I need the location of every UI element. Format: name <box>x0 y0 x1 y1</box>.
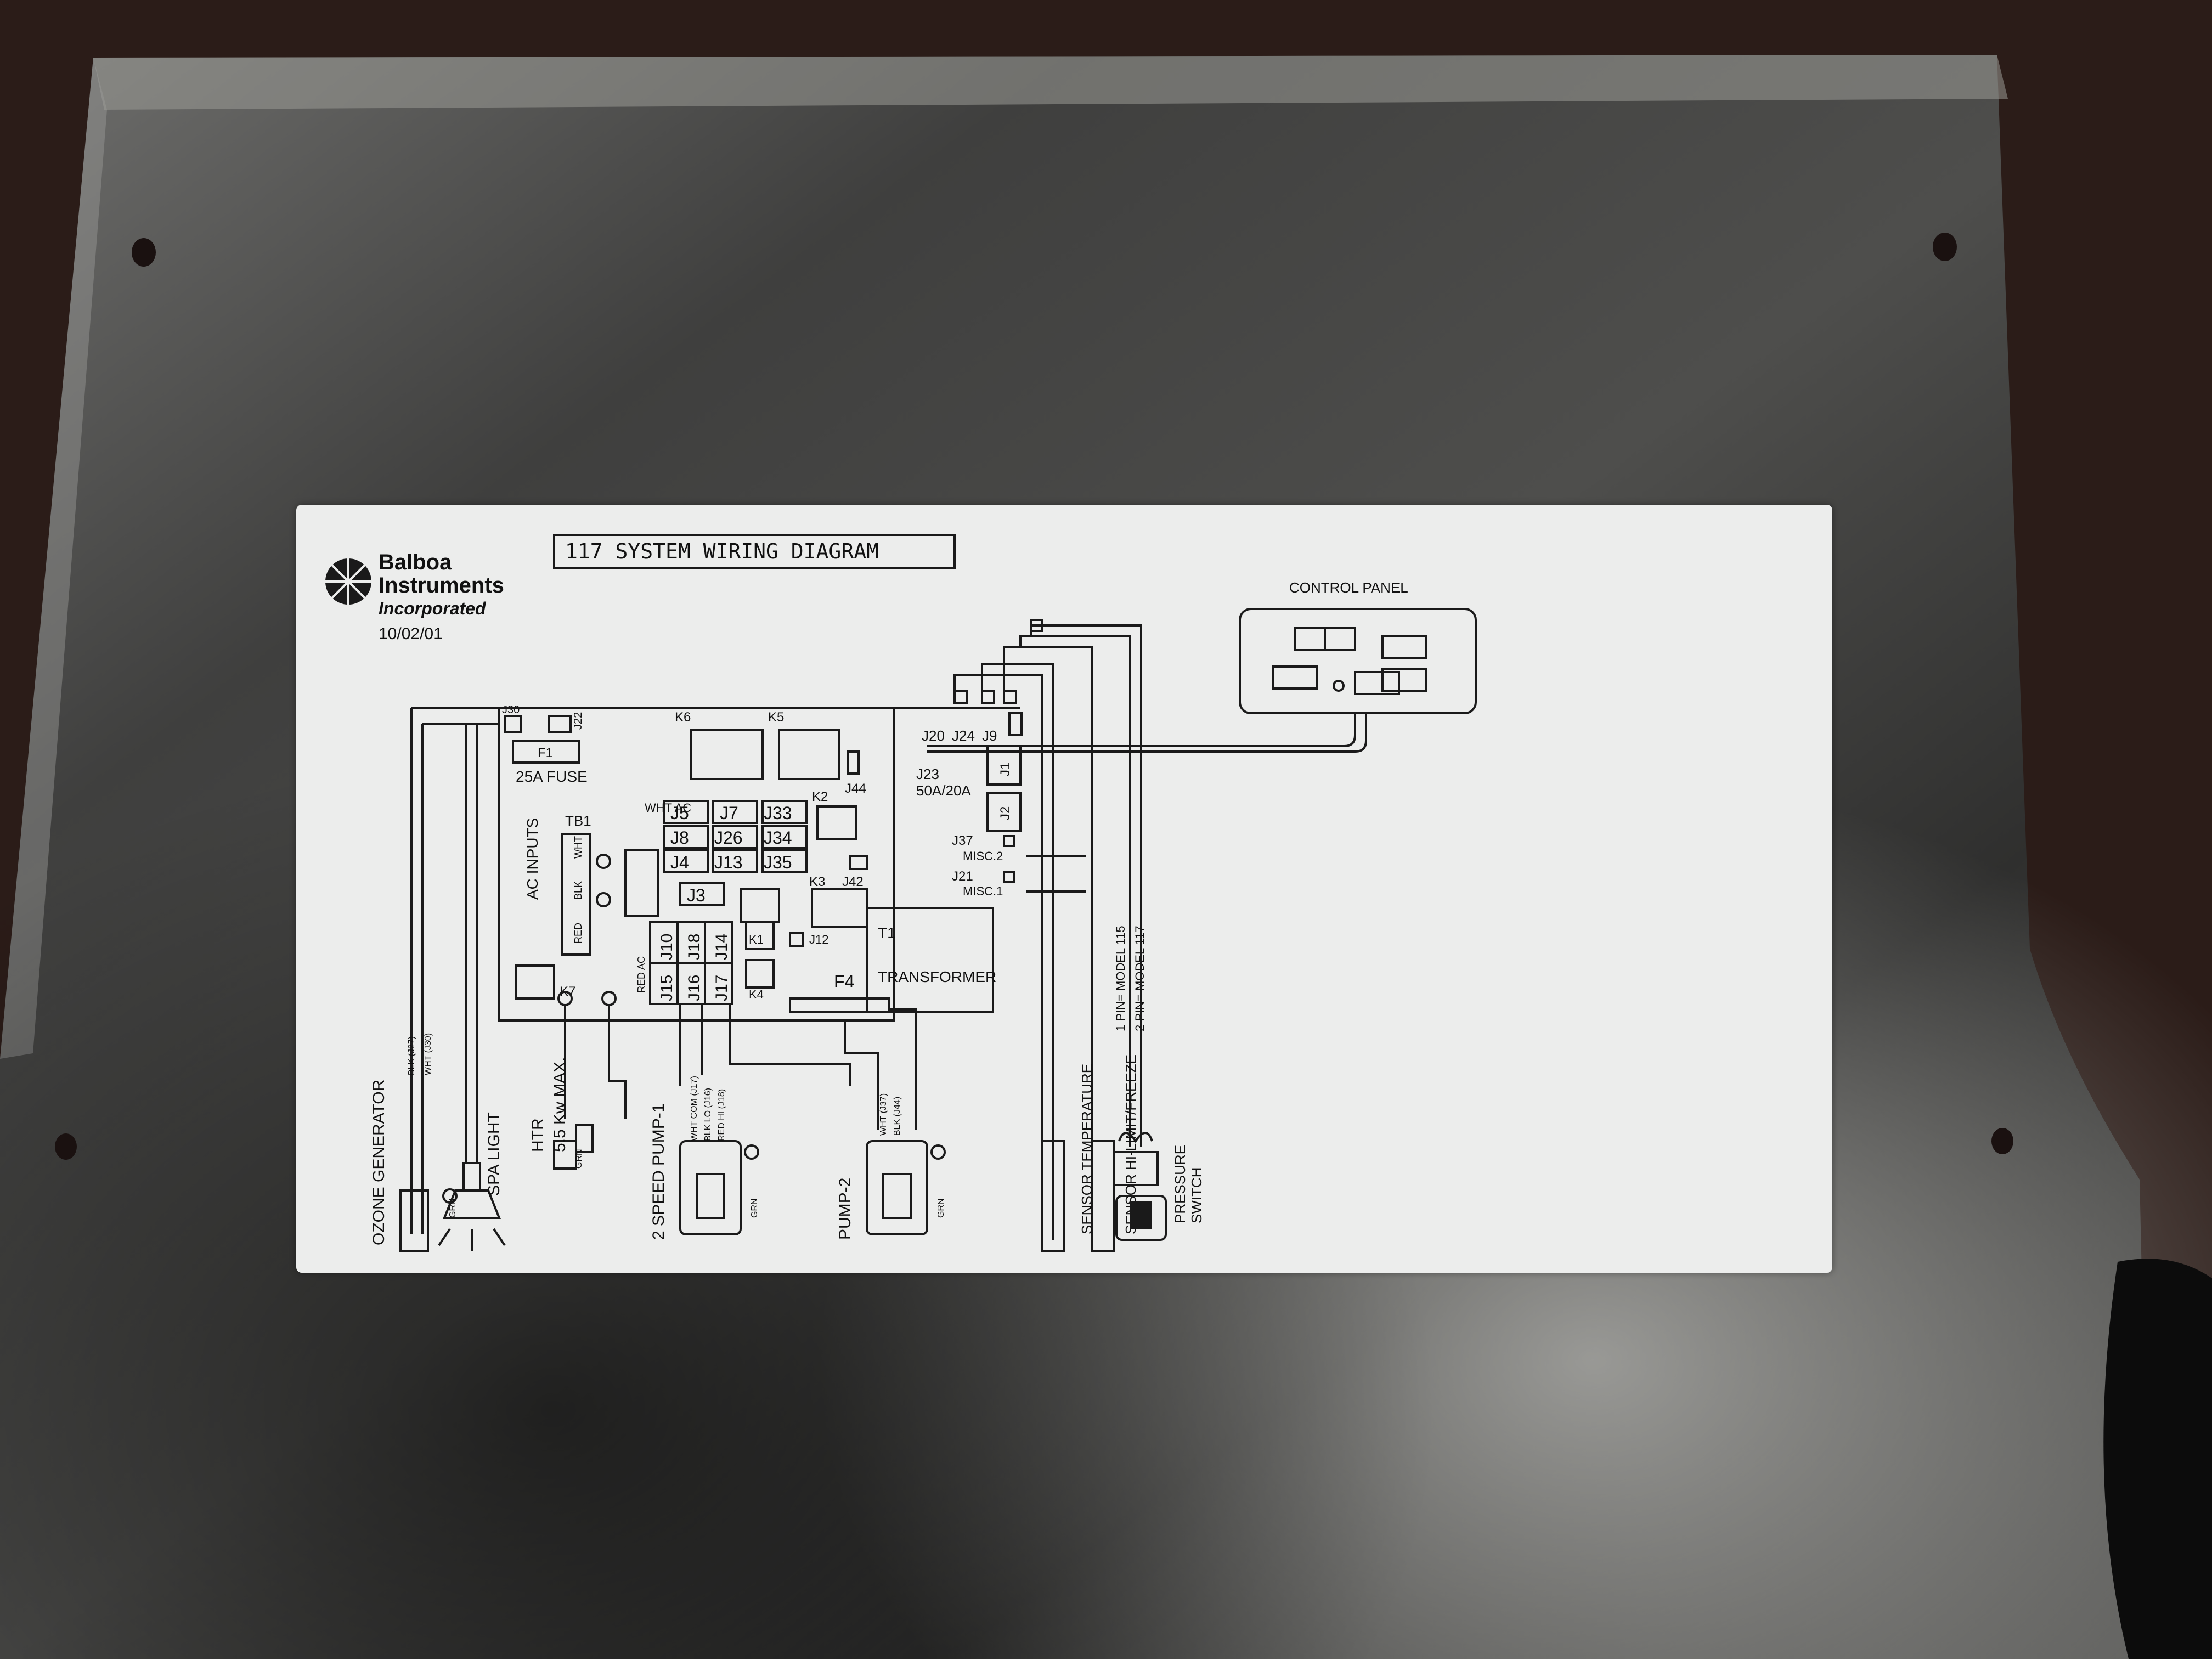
control-panel-box <box>1239 608 1477 714</box>
svg-text:SWITCH: SWITCH <box>1188 1167 1205 1223</box>
svg-text:RED HI (J18): RED HI (J18) <box>717 1089 726 1141</box>
svg-text:J16: J16 <box>685 975 703 1001</box>
svg-text:GRN: GRN <box>574 1149 584 1169</box>
svg-text:HTR: HTR <box>529 1118 547 1152</box>
svg-text:GRN: GRN <box>936 1198 946 1218</box>
svg-text:2 PIN= MODEL 117: 2 PIN= MODEL 117 <box>1133 926 1147 1031</box>
svg-text:BLK LO (J16): BLK LO (J16) <box>703 1088 713 1141</box>
svg-text:GRN: GRN <box>750 1198 759 1218</box>
brand-name-2: Instruments <box>379 573 504 597</box>
svg-text:5.5 Kw MAX.: 5.5 Kw MAX. <box>551 1057 569 1152</box>
svg-text:K5: K5 <box>768 710 784 725</box>
spa-light-label: SPA LIGHT <box>485 1112 503 1196</box>
svg-text:WHT (J37): WHT (J37) <box>879 1093 888 1136</box>
svg-text:J1: J1 <box>998 763 1013 776</box>
connector-grid: J5 J7 J33 J8 J26 J34 J4 J13 J35 <box>663 800 808 873</box>
diagram-title: 117 SYSTEM WIRING DIAGRAM <box>565 539 879 563</box>
svg-text:BLK (J27): BLK (J27) <box>407 1036 416 1075</box>
svg-text:J23: J23 <box>916 766 939 782</box>
svg-text:K4: K4 <box>749 988 764 1001</box>
svg-text:J24: J24 <box>952 727 975 744</box>
svg-text:J17: J17 <box>713 975 731 1001</box>
pump-2-label: PUMP-2 <box>836 1178 854 1240</box>
svg-text:BLK (J44): BLK (J44) <box>893 1097 902 1136</box>
svg-text:J30: J30 <box>502 704 520 716</box>
svg-text:J26: J26 <box>714 828 743 848</box>
svg-text:J8: J8 <box>670 828 689 848</box>
mount-hole-icon <box>55 1133 77 1160</box>
svg-text:J22: J22 <box>572 712 584 730</box>
svg-text:J12: J12 <box>809 933 828 946</box>
pump-1-label: 2 SPEED PUMP-1 <box>650 1104 668 1240</box>
svg-text:J35: J35 <box>764 853 792 872</box>
svg-text:J33: J33 <box>764 803 792 823</box>
svg-text:K3: K3 <box>809 874 825 889</box>
svg-text:GRN: GRN <box>448 1198 458 1218</box>
svg-text:F4: F4 <box>834 972 854 991</box>
mount-hole-icon <box>132 238 156 267</box>
mount-hole-icon <box>1991 1128 2013 1154</box>
svg-text:50A/20A: 50A/20A <box>916 782 971 799</box>
svg-text:RED AC: RED AC <box>636 956 647 993</box>
svg-text:TRANSFORMER: TRANSFORMER <box>878 968 996 985</box>
wiring-diagram: Balboa Instruments Incorporated 10/02/01… <box>325 534 1477 1252</box>
svg-text:J34: J34 <box>764 828 792 848</box>
transformer-box <box>866 907 994 1013</box>
svg-text:J18: J18 <box>685 934 703 960</box>
svg-text:J14: J14 <box>713 934 731 960</box>
heater-icon <box>553 1124 594 1170</box>
diagram-date: 10/02/01 <box>379 625 443 643</box>
svg-text:WHT COM (J17): WHT COM (J17) <box>690 1076 699 1141</box>
svg-text:MISC.1: MISC.1 <box>963 884 1003 898</box>
svg-text:TB1: TB1 <box>565 812 591 829</box>
svg-text:BLK: BLK <box>573 881 584 900</box>
svg-text:1 PIN= MODEL 115: 1 PIN= MODEL 115 <box>1114 926 1127 1031</box>
pressure-switch-icon <box>1113 1132 1167 1241</box>
brand-name: Balboa <box>379 550 452 574</box>
svg-text:J37: J37 <box>952 833 973 848</box>
panel-cutout <box>2103 1259 2212 1659</box>
pump-1-icon <box>679 1140 759 1235</box>
svg-text:J42: J42 <box>842 874 864 889</box>
ozone-generator-label: OZONE GENERATOR <box>370 1080 388 1245</box>
svg-text:J2: J2 <box>998 806 1013 820</box>
brand-incorporated: Incorporated <box>379 599 487 618</box>
pump-2-icon <box>866 1140 946 1235</box>
svg-text:K1: K1 <box>749 933 764 946</box>
svg-text:WHT: WHT <box>573 836 584 859</box>
svg-text:J10: J10 <box>658 934 676 960</box>
mount-hole-icon <box>1933 233 1957 261</box>
svg-text:J21: J21 <box>952 869 973 884</box>
svg-text:MISC.2: MISC.2 <box>963 849 1003 863</box>
svg-text:J7: J7 <box>720 803 738 823</box>
svg-text:J13: J13 <box>714 853 743 872</box>
balboa-logo-icon <box>325 558 371 605</box>
svg-text:J5: J5 <box>670 803 689 823</box>
svg-text:J9: J9 <box>982 727 997 744</box>
svg-text:RED: RED <box>573 923 584 944</box>
svg-text:F1: F1 <box>538 746 553 760</box>
svg-text:J15: J15 <box>658 975 676 1001</box>
svg-text:WHT AC: WHT AC <box>645 801 691 815</box>
svg-text:AC INPUTS: AC INPUTS <box>524 818 541 900</box>
svg-text:J3: J3 <box>687 885 706 905</box>
spa-light-icon <box>438 1162 506 1251</box>
svg-text:K6: K6 <box>675 710 691 725</box>
title-box <box>553 534 956 569</box>
svg-text:T1: T1 <box>878 924 896 941</box>
svg-text:J20: J20 <box>922 727 945 744</box>
svg-text:25A FUSE: 25A FUSE <box>516 768 588 785</box>
pump-connector-column: RED AC J10 J18 J14 J15 J16 J17 <box>636 921 733 1005</box>
wiring-diagram-label: Balboa Instruments Incorporated 10/02/01… <box>296 505 1832 1273</box>
svg-text:K2: K2 <box>812 789 828 804</box>
control-panel-label: CONTROL PANEL <box>1289 579 1408 596</box>
svg-text:J44: J44 <box>845 781 866 796</box>
svg-text:PRESSURE: PRESSURE <box>1172 1145 1188 1223</box>
sensor-temperature-label: SENSOR TEMPERATURE <box>1079 1064 1095 1234</box>
svg-text:J4: J4 <box>670 853 689 872</box>
svg-text:WHT (J30): WHT (J30) <box>424 1033 433 1075</box>
